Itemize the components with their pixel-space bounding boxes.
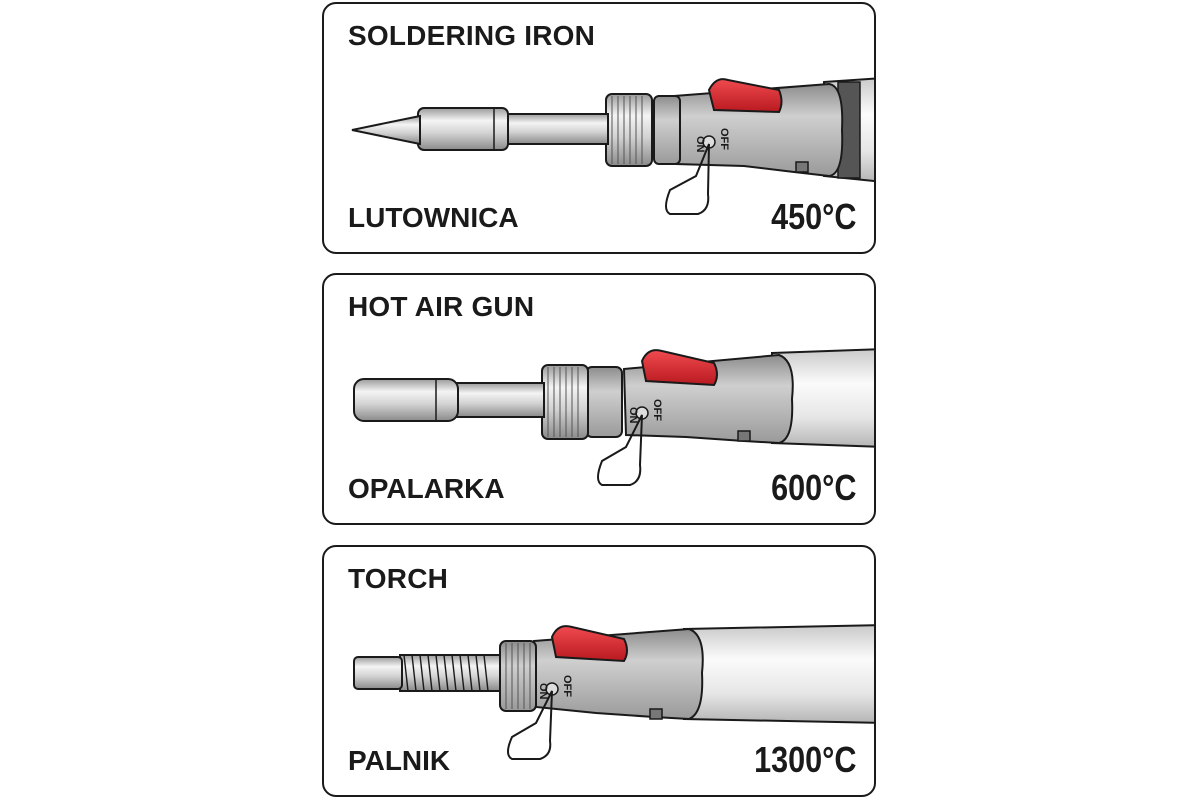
panel-title: TORCH [348, 563, 449, 594]
switch-on-label: ON [627, 407, 639, 424]
grip-ring-icon [585, 366, 623, 438]
switch-on-label: ON [537, 683, 549, 700]
switch-off-label: OFF [651, 399, 663, 421]
panel-title: SOLDERING IRON [348, 20, 596, 51]
switch-off-label: OFF [718, 128, 730, 150]
panel-soldering-iron: ON OFF SOLDERING IRON LUTOWNICA 450°C [322, 2, 876, 254]
panel-subtitle: OPALARKA [348, 473, 505, 504]
panel-hot-air-gun: ON OFF HOT AIR GUN OPALARKA 600°C [322, 273, 876, 525]
panel-subtitle: LUTOWNICA [348, 202, 519, 233]
hot-air-nozzle-icon [353, 378, 459, 422]
torch-illustration: ON OFF [353, 624, 874, 760]
switch-off-label: OFF [561, 675, 573, 697]
hot-air-gun-illustration: ON OFF [353, 348, 874, 486]
temperature-value: 1300°C [753, 739, 856, 780]
trigger-icon [550, 625, 628, 663]
temperature-value: 600°C [770, 467, 856, 508]
panel-torch: ON OFF TORCH PALNIK 1300°C [322, 545, 876, 797]
temperature-value: 450°C [770, 196, 856, 237]
switch-on-label: ON [694, 136, 706, 153]
soldering-iron-illustration: ON OFF [351, 77, 874, 215]
panel-subtitle: PALNIK [348, 745, 451, 776]
torch-nozzle-icon [353, 656, 403, 690]
trigger-icon [640, 349, 718, 387]
grip-ring-icon [653, 95, 681, 165]
soldering-tip-icon [351, 114, 421, 146]
panel-title: HOT AIR GUN [348, 291, 535, 322]
trigger-icon [707, 78, 783, 114]
